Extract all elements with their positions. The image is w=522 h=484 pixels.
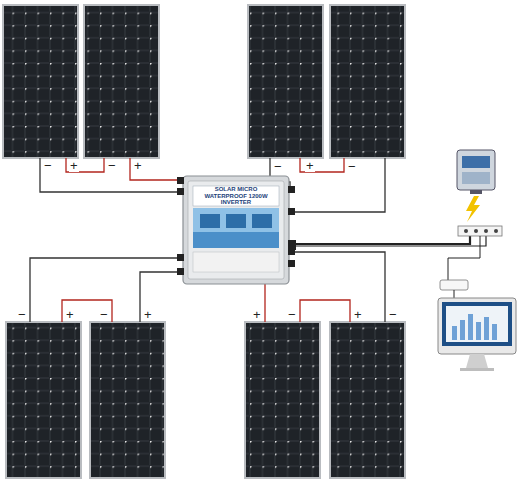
micro-inverter bbox=[177, 176, 296, 284]
polarity-sign: + bbox=[252, 308, 262, 321]
polarity-sign: + bbox=[305, 159, 315, 172]
polarity-sign: − bbox=[388, 308, 398, 321]
polarity-sign: − bbox=[287, 308, 297, 321]
polarity-sign: + bbox=[65, 308, 75, 321]
polarity-sign: + bbox=[353, 308, 363, 321]
polarity-sign: − bbox=[17, 308, 27, 321]
polarity-sign: − bbox=[43, 159, 53, 172]
polarity-sign: − bbox=[107, 159, 117, 172]
inverter-label: SOLAR MICRO WATERPROOF 1200W INVERTER bbox=[193, 186, 279, 206]
solar-panels bbox=[3, 5, 405, 478]
polarity-sign: − bbox=[347, 160, 357, 173]
polarity-sign: + bbox=[143, 308, 153, 321]
dc-wires bbox=[30, 158, 385, 322]
polarity-sign: + bbox=[133, 159, 143, 172]
polarity-sign: − bbox=[273, 160, 283, 173]
polarity-sign: − bbox=[99, 308, 109, 321]
polarity-sign: + bbox=[69, 159, 79, 172]
ac-grid-side bbox=[296, 150, 516, 371]
